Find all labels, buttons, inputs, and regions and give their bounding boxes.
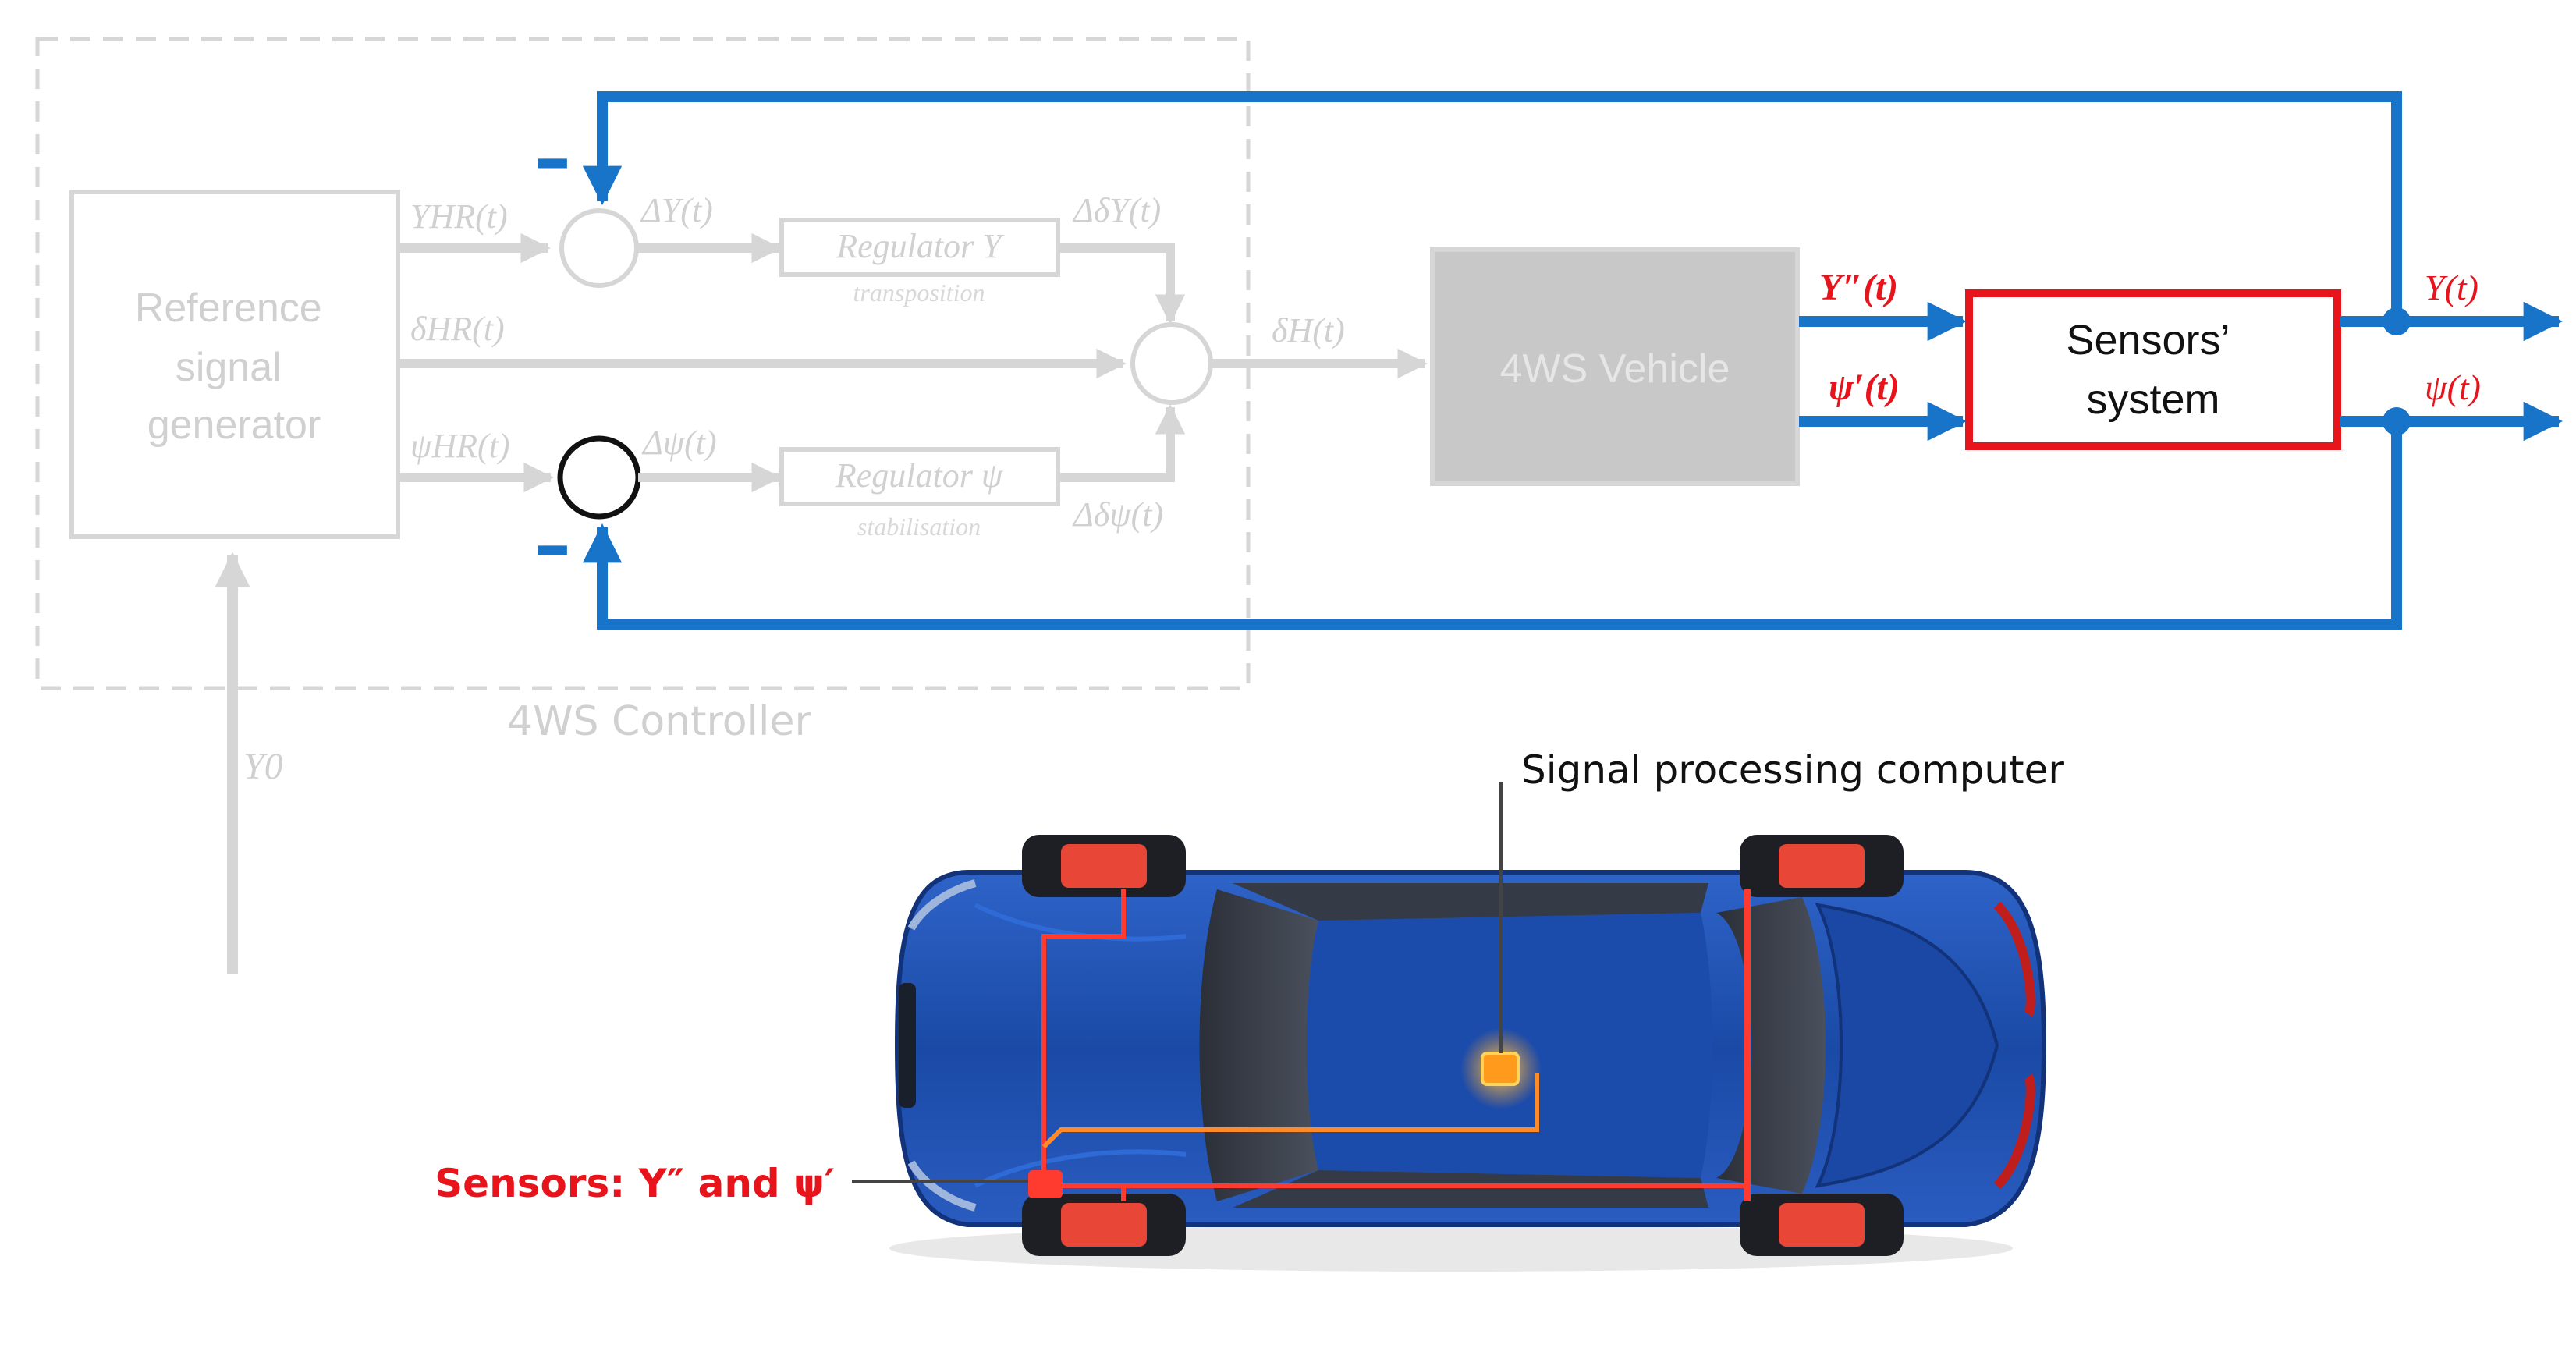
reference-generator-label: Reference signal generator [135, 286, 333, 448]
delta-delta-y-label: ΔδY(t) [1072, 191, 1161, 229]
sensors-system-block [1965, 289, 2341, 450]
regulator-y-sub: transposition [853, 279, 985, 307]
y-acc-label: Y″(t) [1819, 267, 1898, 308]
delta-delta-y-arrow [1058, 243, 1186, 325]
controller-frame [35, 37, 1251, 690]
delta-psi-label: Δψ(t) [641, 424, 717, 462]
y0-label: Y0 [243, 746, 283, 787]
front-wiring [1041, 889, 1126, 1201]
regulator-y-title: Regulator Y [836, 227, 1005, 265]
sum-junction-psi [557, 435, 641, 520]
psi-hr-label: ψHR(t) [410, 427, 510, 465]
reference-generator-block [69, 190, 400, 539]
rear-window [1716, 897, 1826, 1194]
sum-junction-y [559, 208, 639, 288]
regulator-psi-title: Regulator ψ [835, 456, 1003, 495]
sensor-module [1028, 1170, 1063, 1198]
regulator-psi-sub: stabilisation [857, 513, 981, 541]
computer-wiring [1041, 1073, 1539, 1149]
processing-computer [1481, 1052, 1520, 1086]
controller-label: 4WS Controller [507, 698, 811, 745]
processing-label: Signal processing computer [1521, 747, 2064, 793]
y-out-label: Y(t) [2425, 268, 2478, 307]
psi-rate-label: ψ′(t) [1829, 367, 1900, 408]
delta-delta-psi-label: Δδψ(t) [1072, 495, 1163, 534]
minus-sign-psi: – [534, 502, 571, 589]
delta-hr-label: δHR(t) [410, 310, 505, 348]
car-illustration [889, 835, 2047, 1272]
delta-y-label: ΔY(t) [640, 191, 713, 229]
sensors-label: Sensors: Y″ and ψ′ [435, 1161, 835, 1206]
y-hr-label: YHR(t) [410, 197, 508, 236]
delta-delta-psi-arrow [1058, 404, 1186, 482]
sum-junction-main [1130, 322, 1213, 405]
psi-feedback-loop [582, 421, 2402, 630]
vehicle-label: 4WS Vehicle [1500, 346, 1730, 392]
minus-sign-y: – [534, 115, 571, 202]
windshield [1199, 889, 1318, 1201]
vehicle-block [1430, 247, 1800, 486]
y-feedback-loop [582, 91, 2402, 321]
psi-out-label: ψ(t) [2425, 367, 2481, 407]
sensors-system-label: Sensors’ system [2066, 317, 2240, 423]
delta-h-label: δH(t) [1272, 311, 1345, 350]
